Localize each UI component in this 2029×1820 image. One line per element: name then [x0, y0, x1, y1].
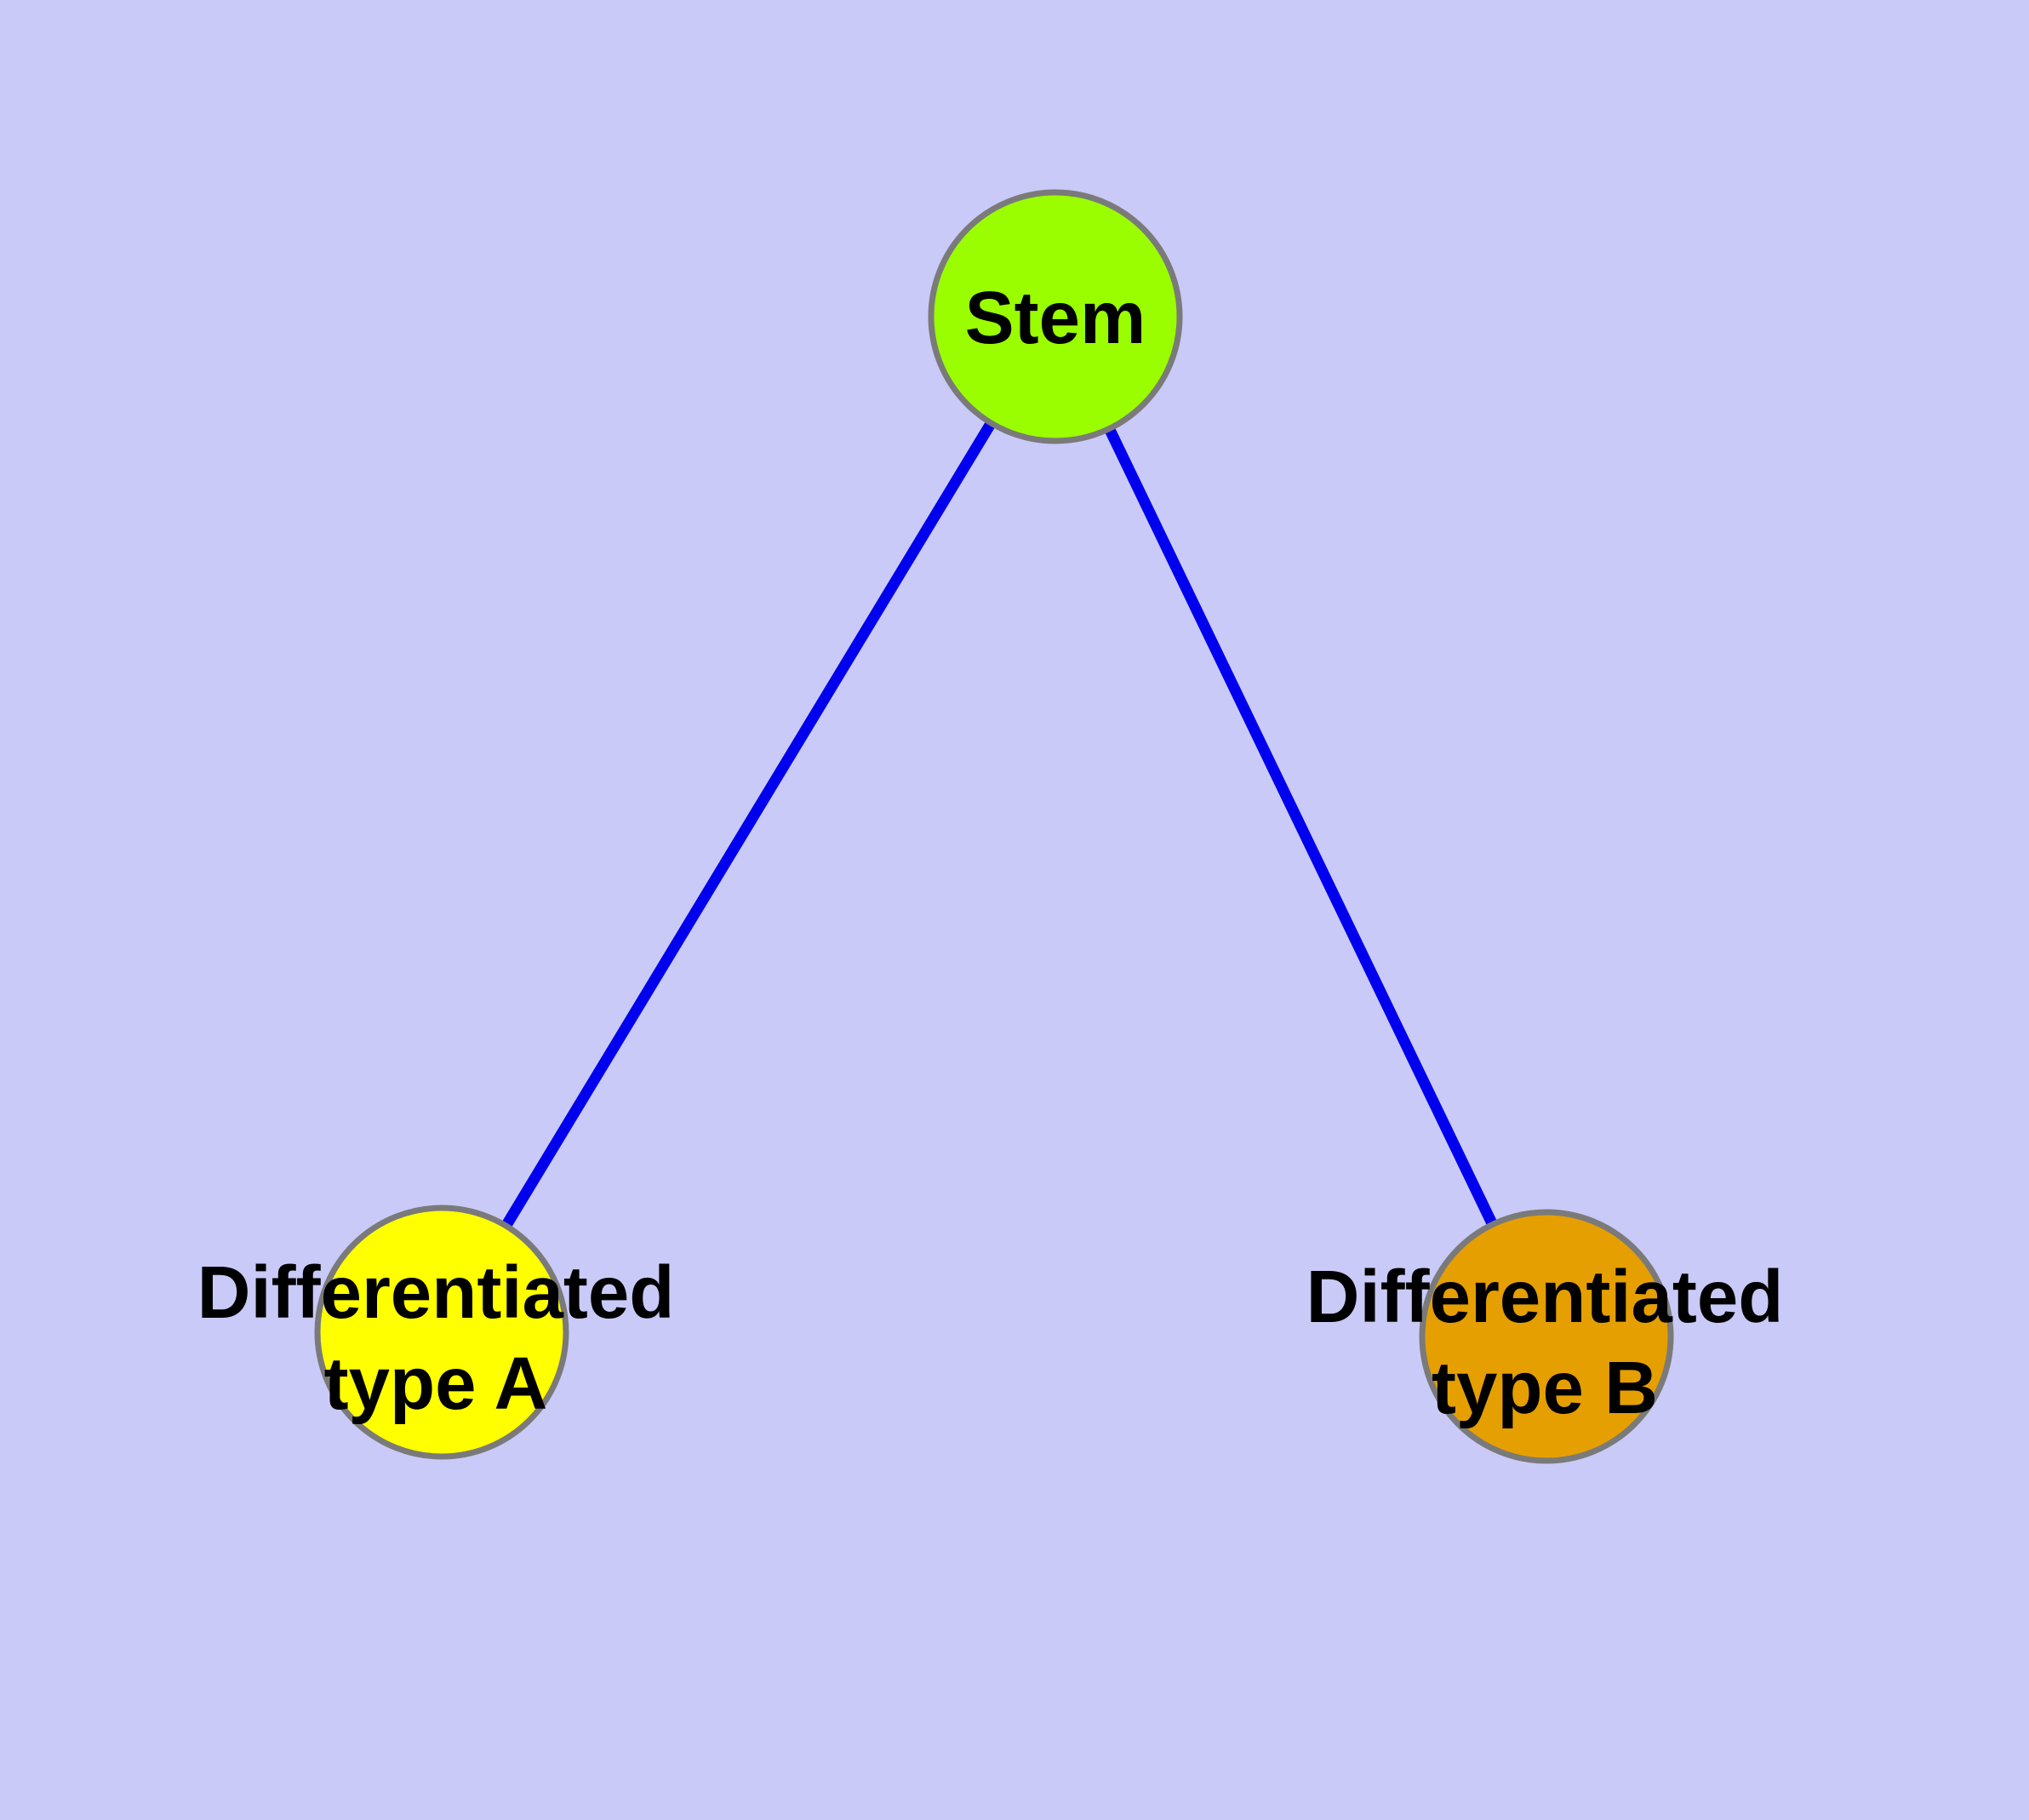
node-type-b-label-line1: Differentiated	[1306, 1256, 1784, 1338]
node-stem-label: Stem	[965, 277, 1146, 359]
node-stem-circle	[928, 189, 1183, 444]
node-type-a-circle	[314, 1205, 569, 1460]
node-type-a-label-line2: type A	[324, 1342, 548, 1425]
node-type-a-label-line1: Differentiated	[197, 1251, 675, 1334]
edge-stem-to-type-b	[1049, 311, 1552, 1342]
edge-stem-to-type-a	[436, 311, 1061, 1338]
node-type-b-circle	[1419, 1209, 1674, 1464]
node-type-b-label-line2: type B	[1432, 1347, 1658, 1429]
